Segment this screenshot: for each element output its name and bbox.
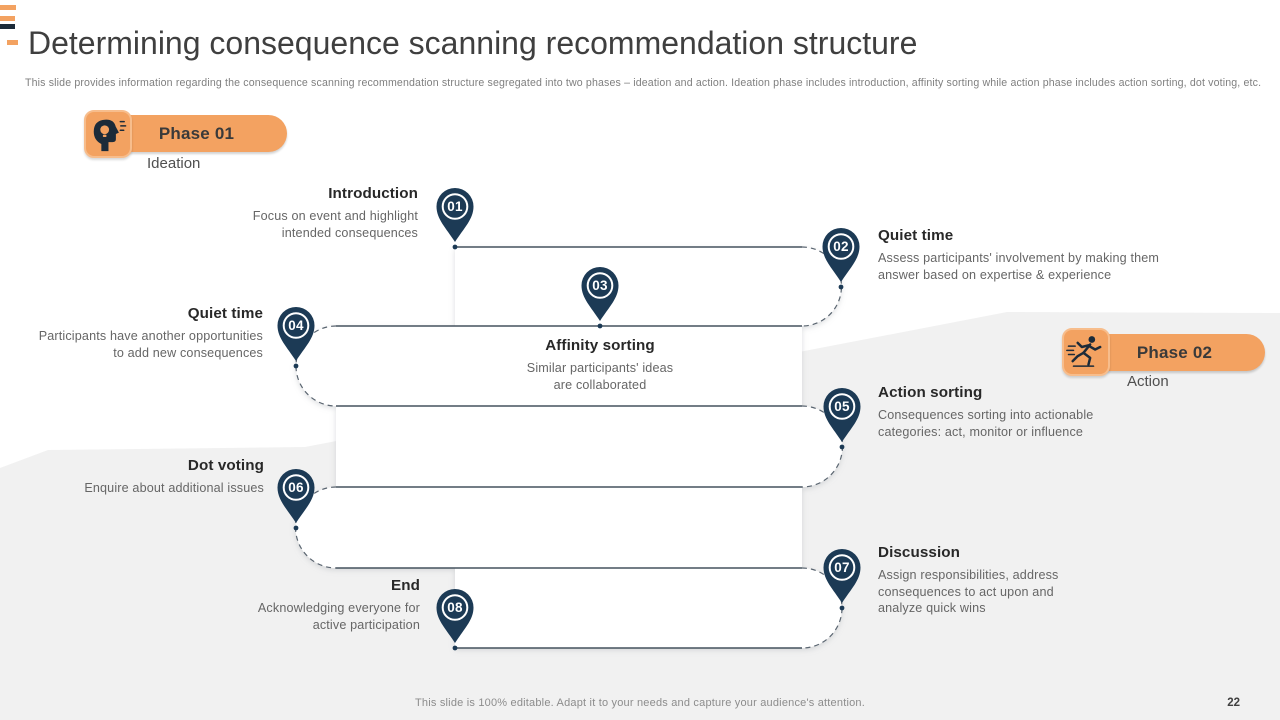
pin-number: 07 xyxy=(834,560,850,575)
step-dot-voting: Dot voting Enquire about additional issu… xyxy=(24,457,264,497)
map-pin-06: 06 xyxy=(276,468,316,531)
pin-number: 03 xyxy=(592,278,608,293)
step-title: Affinity sorting xyxy=(545,337,655,354)
map-pin-02: 02 xyxy=(821,227,861,290)
phase-2-sublabel: Action xyxy=(1127,373,1169,390)
step-discussion: Discussion Assign responsibilities, addr… xyxy=(878,544,1093,617)
step-quiet-time-2: Quiet time Participants have another opp… xyxy=(38,305,263,361)
page-number: 22 xyxy=(1227,697,1240,709)
step-title: Dot voting xyxy=(187,457,264,474)
phase-1-label: Phase 01 xyxy=(158,123,235,143)
phase-1-sublabel: Ideation xyxy=(147,155,201,172)
slide-subtitle: This slide provides information regardin… xyxy=(25,77,1262,89)
pin-number: 05 xyxy=(834,399,850,414)
step-quiet-time-1: Quiet time Assess participants' involvem… xyxy=(878,227,1188,283)
map-pin-07: 07 xyxy=(822,548,862,611)
step-title: Introduction xyxy=(328,185,418,202)
footer-note: This slide is 100% editable. Adapt it to… xyxy=(415,697,865,709)
capsule-bands xyxy=(295,247,843,648)
step-introduction: Introduction Focus on event and highligh… xyxy=(218,185,418,241)
step-title: Quiet time xyxy=(878,227,954,244)
slide-title: Determining consequence scanning recomme… xyxy=(28,25,918,61)
accent-bar xyxy=(0,5,16,10)
thinking-head-idea-icon xyxy=(93,119,127,152)
step-description: Enquire about additional issues xyxy=(84,481,264,495)
phase-1-icon-tile xyxy=(84,110,132,158)
path-solid-lines xyxy=(336,246,802,649)
step-affinity-sorting: Affinity sorting Similar participants' i… xyxy=(520,337,680,393)
pin-number: 02 xyxy=(833,239,849,254)
map-pin-03: 03 xyxy=(580,266,620,329)
step-description: Participants have another opportunities … xyxy=(38,329,263,360)
pin-number: 01 xyxy=(447,199,463,214)
step-title: Discussion xyxy=(878,544,961,561)
step-description: Similar participants' ideas are collabor… xyxy=(526,361,674,392)
pin-number: 08 xyxy=(447,600,463,615)
map-pin-05: 05 xyxy=(822,387,862,450)
phase-2-pill: Phase 02 xyxy=(1084,334,1265,371)
map-pin-08: 08 xyxy=(435,588,475,651)
step-description: Acknowledging everyone for active partic… xyxy=(257,601,420,632)
step-title: Quiet time xyxy=(187,305,263,322)
step-description: Assign responsibilities, address consequ… xyxy=(878,568,1059,615)
step-action-sorting: Action sorting Consequences sorting into… xyxy=(878,384,1118,440)
pin-number: 04 xyxy=(288,318,304,333)
step-description: Consequences sorting into actionable cat… xyxy=(878,408,1094,439)
accent-bar xyxy=(7,40,18,45)
map-pin-01: 01 xyxy=(435,187,475,250)
step-end: End Acknowledging everyone for active pa… xyxy=(235,577,420,633)
step-title: End xyxy=(391,577,420,594)
pin-number: 06 xyxy=(288,480,304,495)
map-pin-04: 04 xyxy=(276,306,316,369)
step-description: Focus on event and highlight intended co… xyxy=(252,209,418,240)
step-title: Action sorting xyxy=(878,384,983,401)
step-description: Assess participants' involvement by maki… xyxy=(878,251,1160,282)
accent-bar xyxy=(0,16,15,21)
running-person-icon xyxy=(1066,336,1102,367)
accent-bar-dark xyxy=(0,24,15,29)
phase-2-icon-tile xyxy=(1062,328,1110,376)
phase-1-pill: Phase 01 xyxy=(106,115,287,152)
phase-2-label: Phase 02 xyxy=(1136,342,1213,362)
